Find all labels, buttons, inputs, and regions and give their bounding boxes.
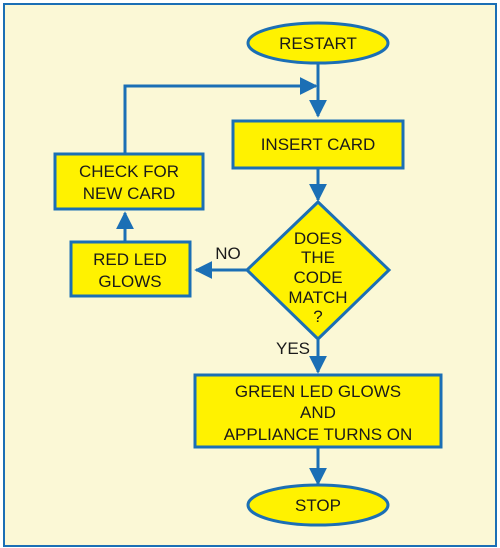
connectors xyxy=(116,64,327,486)
restart-label: RESTART xyxy=(279,34,357,53)
process-box xyxy=(69,240,192,298)
terminator-shape xyxy=(246,21,390,65)
insert-card-label: INSERT CARD xyxy=(261,135,376,154)
decision-label-line3: CODE xyxy=(293,268,342,287)
decision-label-line1: DOES xyxy=(294,229,342,248)
node-insert-card: INSERT CARD xyxy=(231,119,405,170)
green-led-label-line1: GREEN LED GLOWS xyxy=(235,382,401,401)
terminator-shape xyxy=(246,483,390,527)
red-led-label-line2: GLOWS xyxy=(98,272,161,291)
process-box xyxy=(53,152,205,211)
node-decision: DOES THE CODE MATCH ? xyxy=(244,199,392,342)
node-red-led: RED LED GLOWS xyxy=(69,240,192,298)
check-card-label-line2: NEW CARD xyxy=(83,184,176,203)
no-label: NO xyxy=(215,244,241,263)
green-led-label-line2: AND xyxy=(300,403,336,422)
process-box xyxy=(193,373,443,449)
check-card-label-line1: CHECK FOR xyxy=(79,162,179,181)
decision-label-line2: THE xyxy=(301,248,335,267)
edge-check-to-loop xyxy=(123,77,318,154)
process-box xyxy=(231,119,405,170)
node-restart: RESTART xyxy=(246,21,390,65)
decision-label-line5: ? xyxy=(313,307,322,326)
node-green-led: GREEN LED GLOWS AND APPLIANCE TURNS ON xyxy=(193,373,443,449)
decision-label-line4: MATCH xyxy=(288,288,347,307)
yes-label: YES xyxy=(276,339,310,358)
red-led-label-line1: RED LED xyxy=(93,250,167,269)
node-stop: STOP xyxy=(246,483,390,527)
decision-diamond xyxy=(244,199,392,342)
node-check-card: CHECK FOR NEW CARD xyxy=(53,152,205,211)
green-led-label-line3: APPLIANCE TURNS ON xyxy=(224,425,413,444)
stop-label: STOP xyxy=(295,496,341,515)
